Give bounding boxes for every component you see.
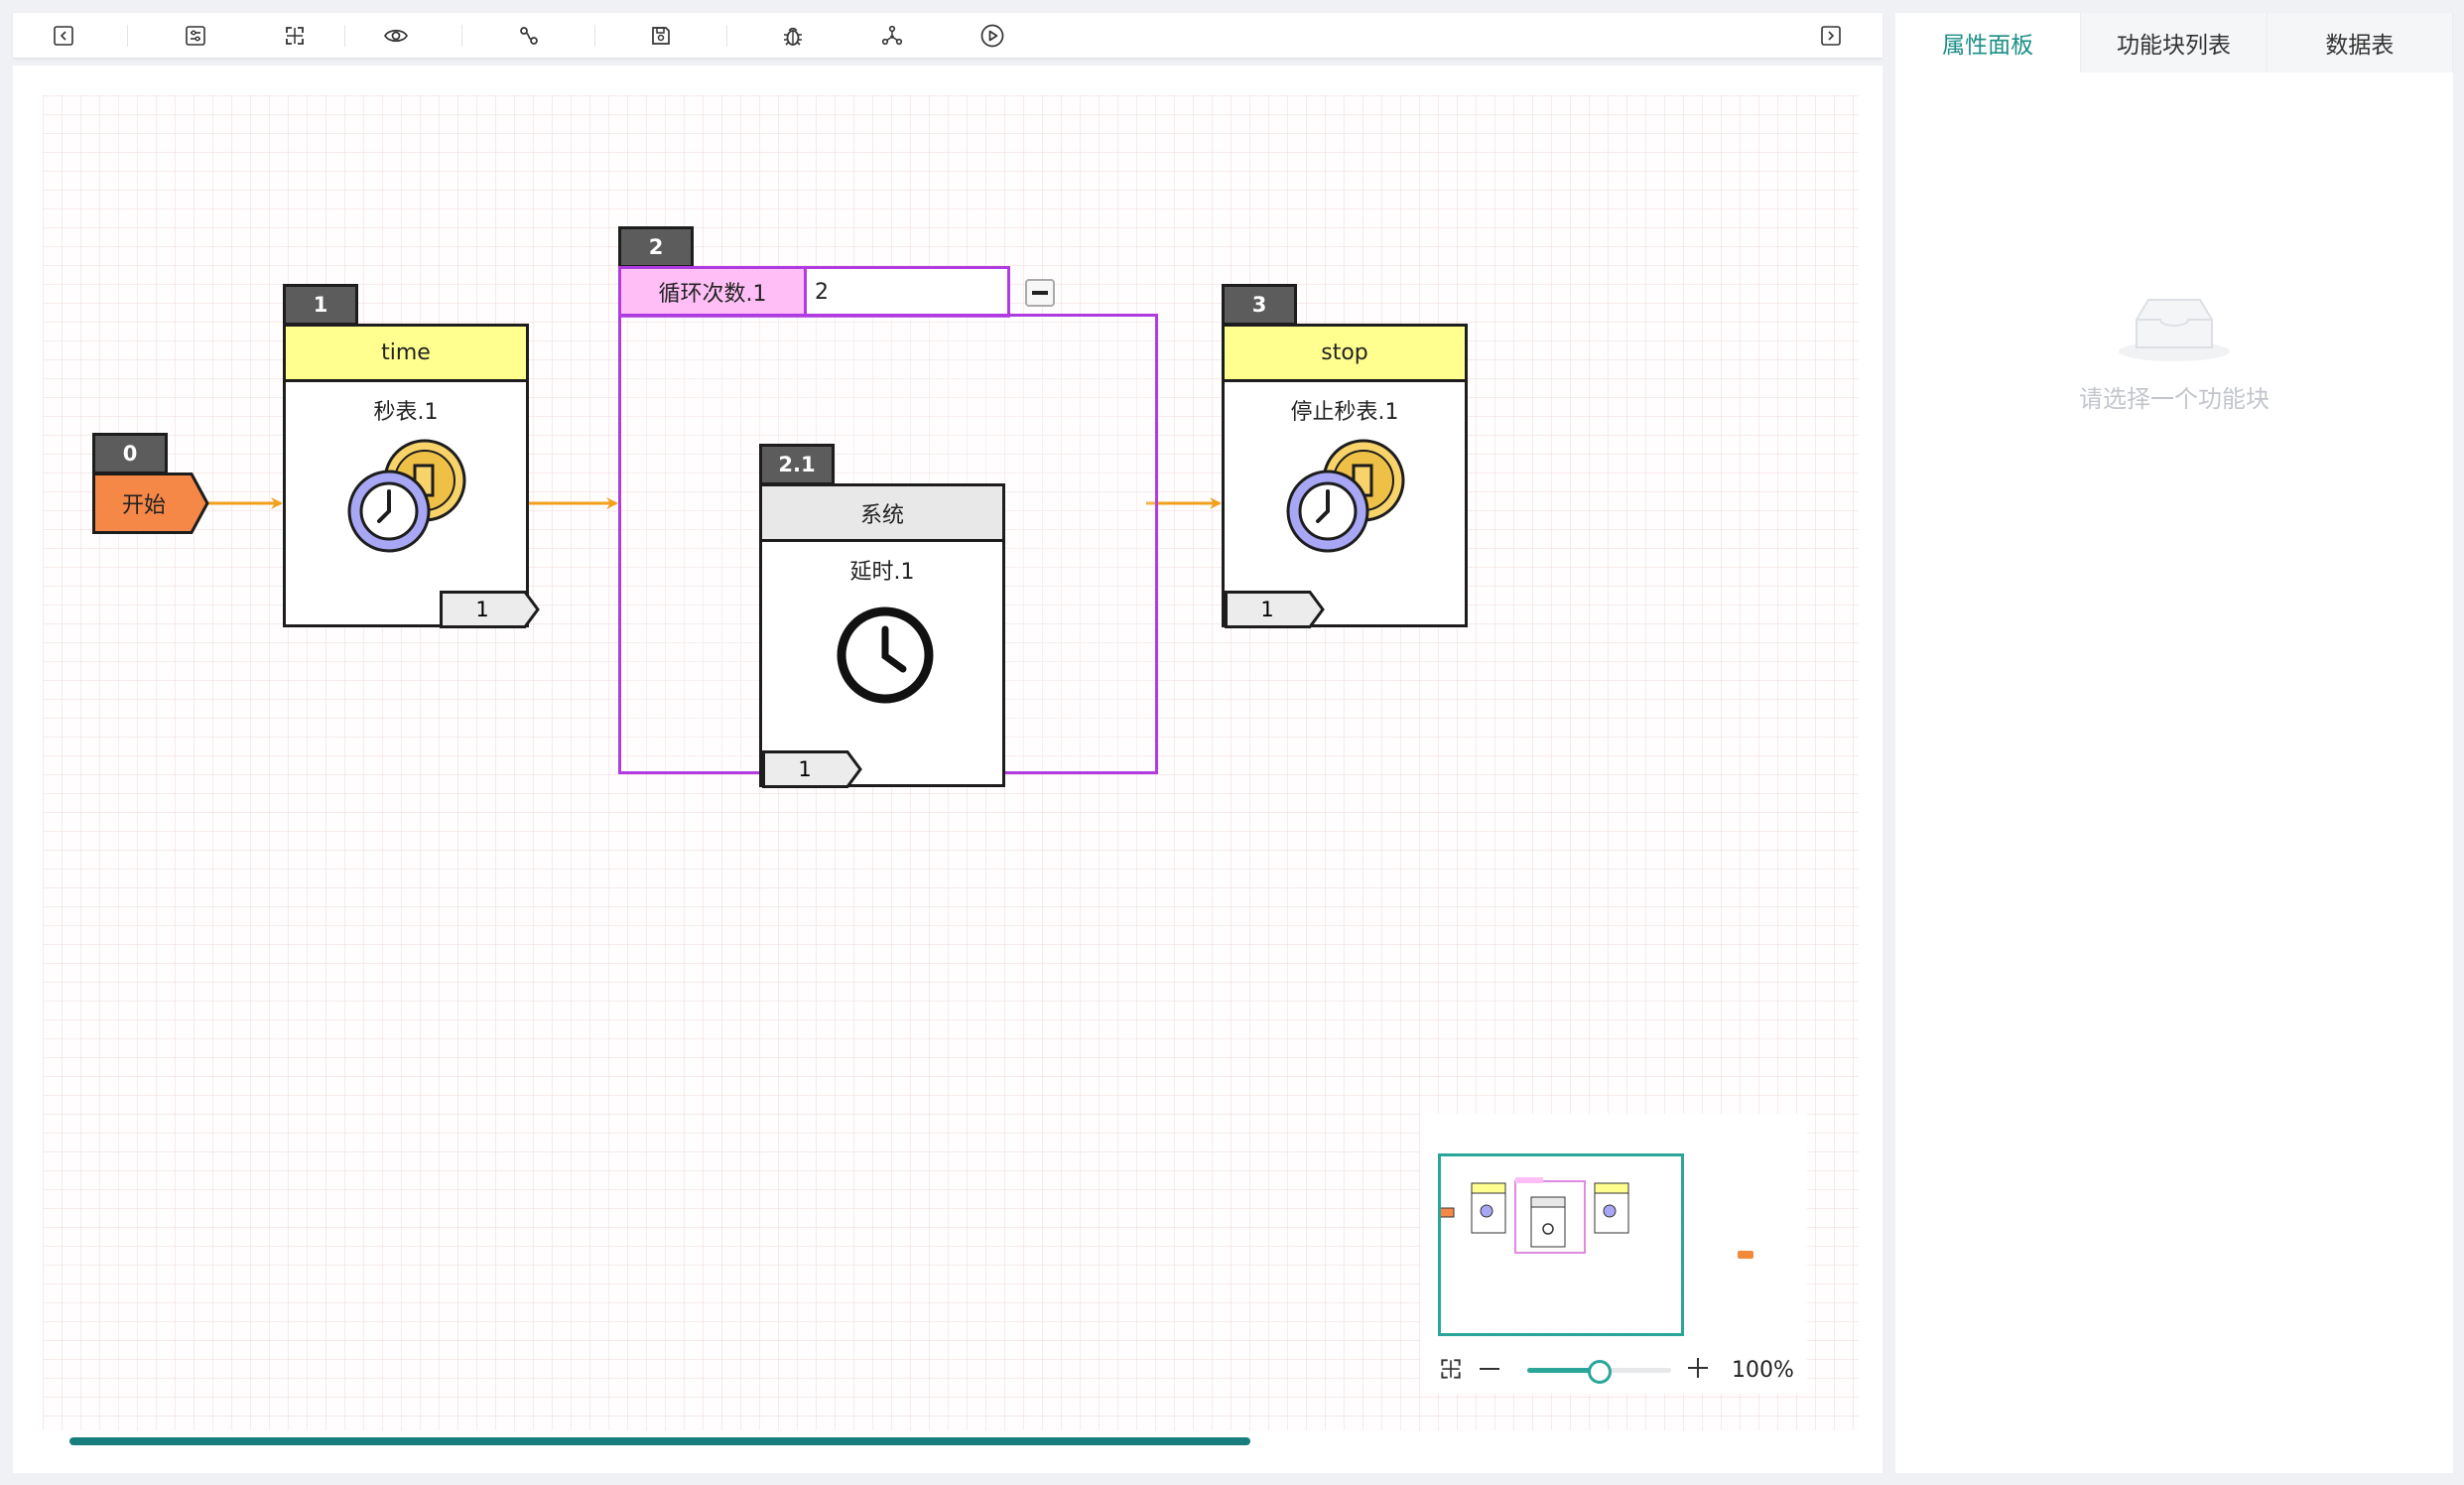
- stopwatch-icon: [1286, 439, 1405, 553]
- fit-view-icon: [1441, 1359, 1461, 1379]
- network-icon: [881, 25, 903, 46]
- tab-data-table[interactable]: 数据表: [2268, 13, 2453, 72]
- block-name: 延时.1: [849, 560, 915, 585]
- minus-icon: [1032, 291, 1048, 295]
- toolbar: [13, 13, 1882, 59]
- block-name: 停止秒表.1: [1290, 400, 1399, 425]
- zoom-level: 100%: [1732, 1358, 1794, 1383]
- empty-state-text: 请选择一个功能块: [2079, 385, 2269, 413]
- loop-collapse-button[interactable]: [1025, 279, 1055, 307]
- block-output-port-label: 1: [475, 598, 489, 621]
- run-button[interactable]: [973, 13, 1012, 59]
- bug-icon: [784, 27, 802, 46]
- save-button[interactable]: [641, 13, 681, 59]
- horizontal-scrollbar[interactable]: [69, 1437, 1250, 1445]
- block-index: 3: [1222, 284, 1297, 326]
- loop-block-index: 2: [618, 226, 694, 268]
- collapse-left-button[interactable]: [44, 13, 83, 59]
- expand-right-icon: [1821, 26, 1841, 46]
- block-output-port-label: 1: [1260, 598, 1274, 621]
- empty-inbox-icon: [2119, 299, 2230, 361]
- network-button[interactable]: [872, 13, 912, 59]
- expand-right-button[interactable]: [1811, 13, 1851, 59]
- block-output-port[interactable]: 1: [440, 591, 541, 632]
- fit-view-icon: [286, 27, 304, 45]
- block-output-port[interactable]: 1: [1225, 591, 1326, 632]
- loop-count-label: 循环次数.1: [618, 266, 807, 318]
- zoom-slider-handle[interactable]: [1587, 1360, 1612, 1384]
- link-icon: [520, 27, 538, 45]
- preview-button[interactable]: [376, 13, 416, 59]
- fit-view-button[interactable]: [1438, 1356, 1464, 1386]
- panel-tabs: 属性面板 功能块列表 数据表: [1895, 13, 2453, 72]
- clock-icon: [837, 607, 934, 704]
- fit-view-button[interactable]: [275, 13, 315, 59]
- block-type-header: time: [286, 327, 526, 382]
- tab-properties[interactable]: 属性面板: [1895, 13, 2082, 72]
- minus-icon: [1480, 1368, 1499, 1370]
- start-node-label: 开始: [121, 493, 166, 518]
- zoom-controls: 100%: [1420, 1344, 1807, 1394]
- save-icon: [652, 27, 670, 45]
- block-name: 秒表.1: [373, 400, 439, 425]
- debug-button[interactable]: [773, 13, 813, 59]
- start-node-index: 0: [92, 433, 168, 474]
- block-output-port-label: 1: [798, 757, 812, 781]
- block-output-port[interactable]: 1: [762, 750, 863, 792]
- zoom-out-button[interactable]: [1480, 1356, 1503, 1382]
- empty-state: 请选择一个功能块: [1895, 286, 2453, 414]
- flow-canvas[interactable]: 0 开始 1 time 秒表.1 1 2 循环次数.: [13, 66, 1882, 1473]
- minimap-viewport[interactable]: [1438, 1153, 1684, 1336]
- connect-button[interactable]: [509, 13, 549, 59]
- collapse-left-icon: [54, 26, 73, 46]
- block-type-header: 系统: [762, 486, 1002, 542]
- settings-button[interactable]: [176, 13, 215, 59]
- settings-sliders-icon: [186, 26, 205, 46]
- zoom-slider[interactable]: [1527, 1360, 1671, 1384]
- zoom-slider-fill: [1527, 1368, 1600, 1373]
- stopwatch-icon: [347, 439, 466, 553]
- right-panel: 属性面板 功能块列表 数据表 请选择一个功能块: [1895, 13, 2453, 1473]
- block-index: 1: [283, 284, 358, 326]
- zoom-in-button[interactable]: [1686, 1354, 1710, 1382]
- block-type-header: stop: [1225, 327, 1465, 382]
- tab-function-block-list[interactable]: 功能块列表: [2081, 13, 2268, 72]
- block-index: 2.1: [759, 444, 835, 485]
- plus-icon: [1688, 1358, 1708, 1378]
- loop-count-input[interactable]: 2: [804, 266, 1010, 318]
- minimap-preview: [1439, 1177, 1753, 1259]
- eye-icon: [384, 29, 408, 43]
- start-node-shape: [92, 472, 209, 534]
- play-icon: [980, 24, 1004, 48]
- minimap[interactable]: 100%: [1420, 1114, 1807, 1394]
